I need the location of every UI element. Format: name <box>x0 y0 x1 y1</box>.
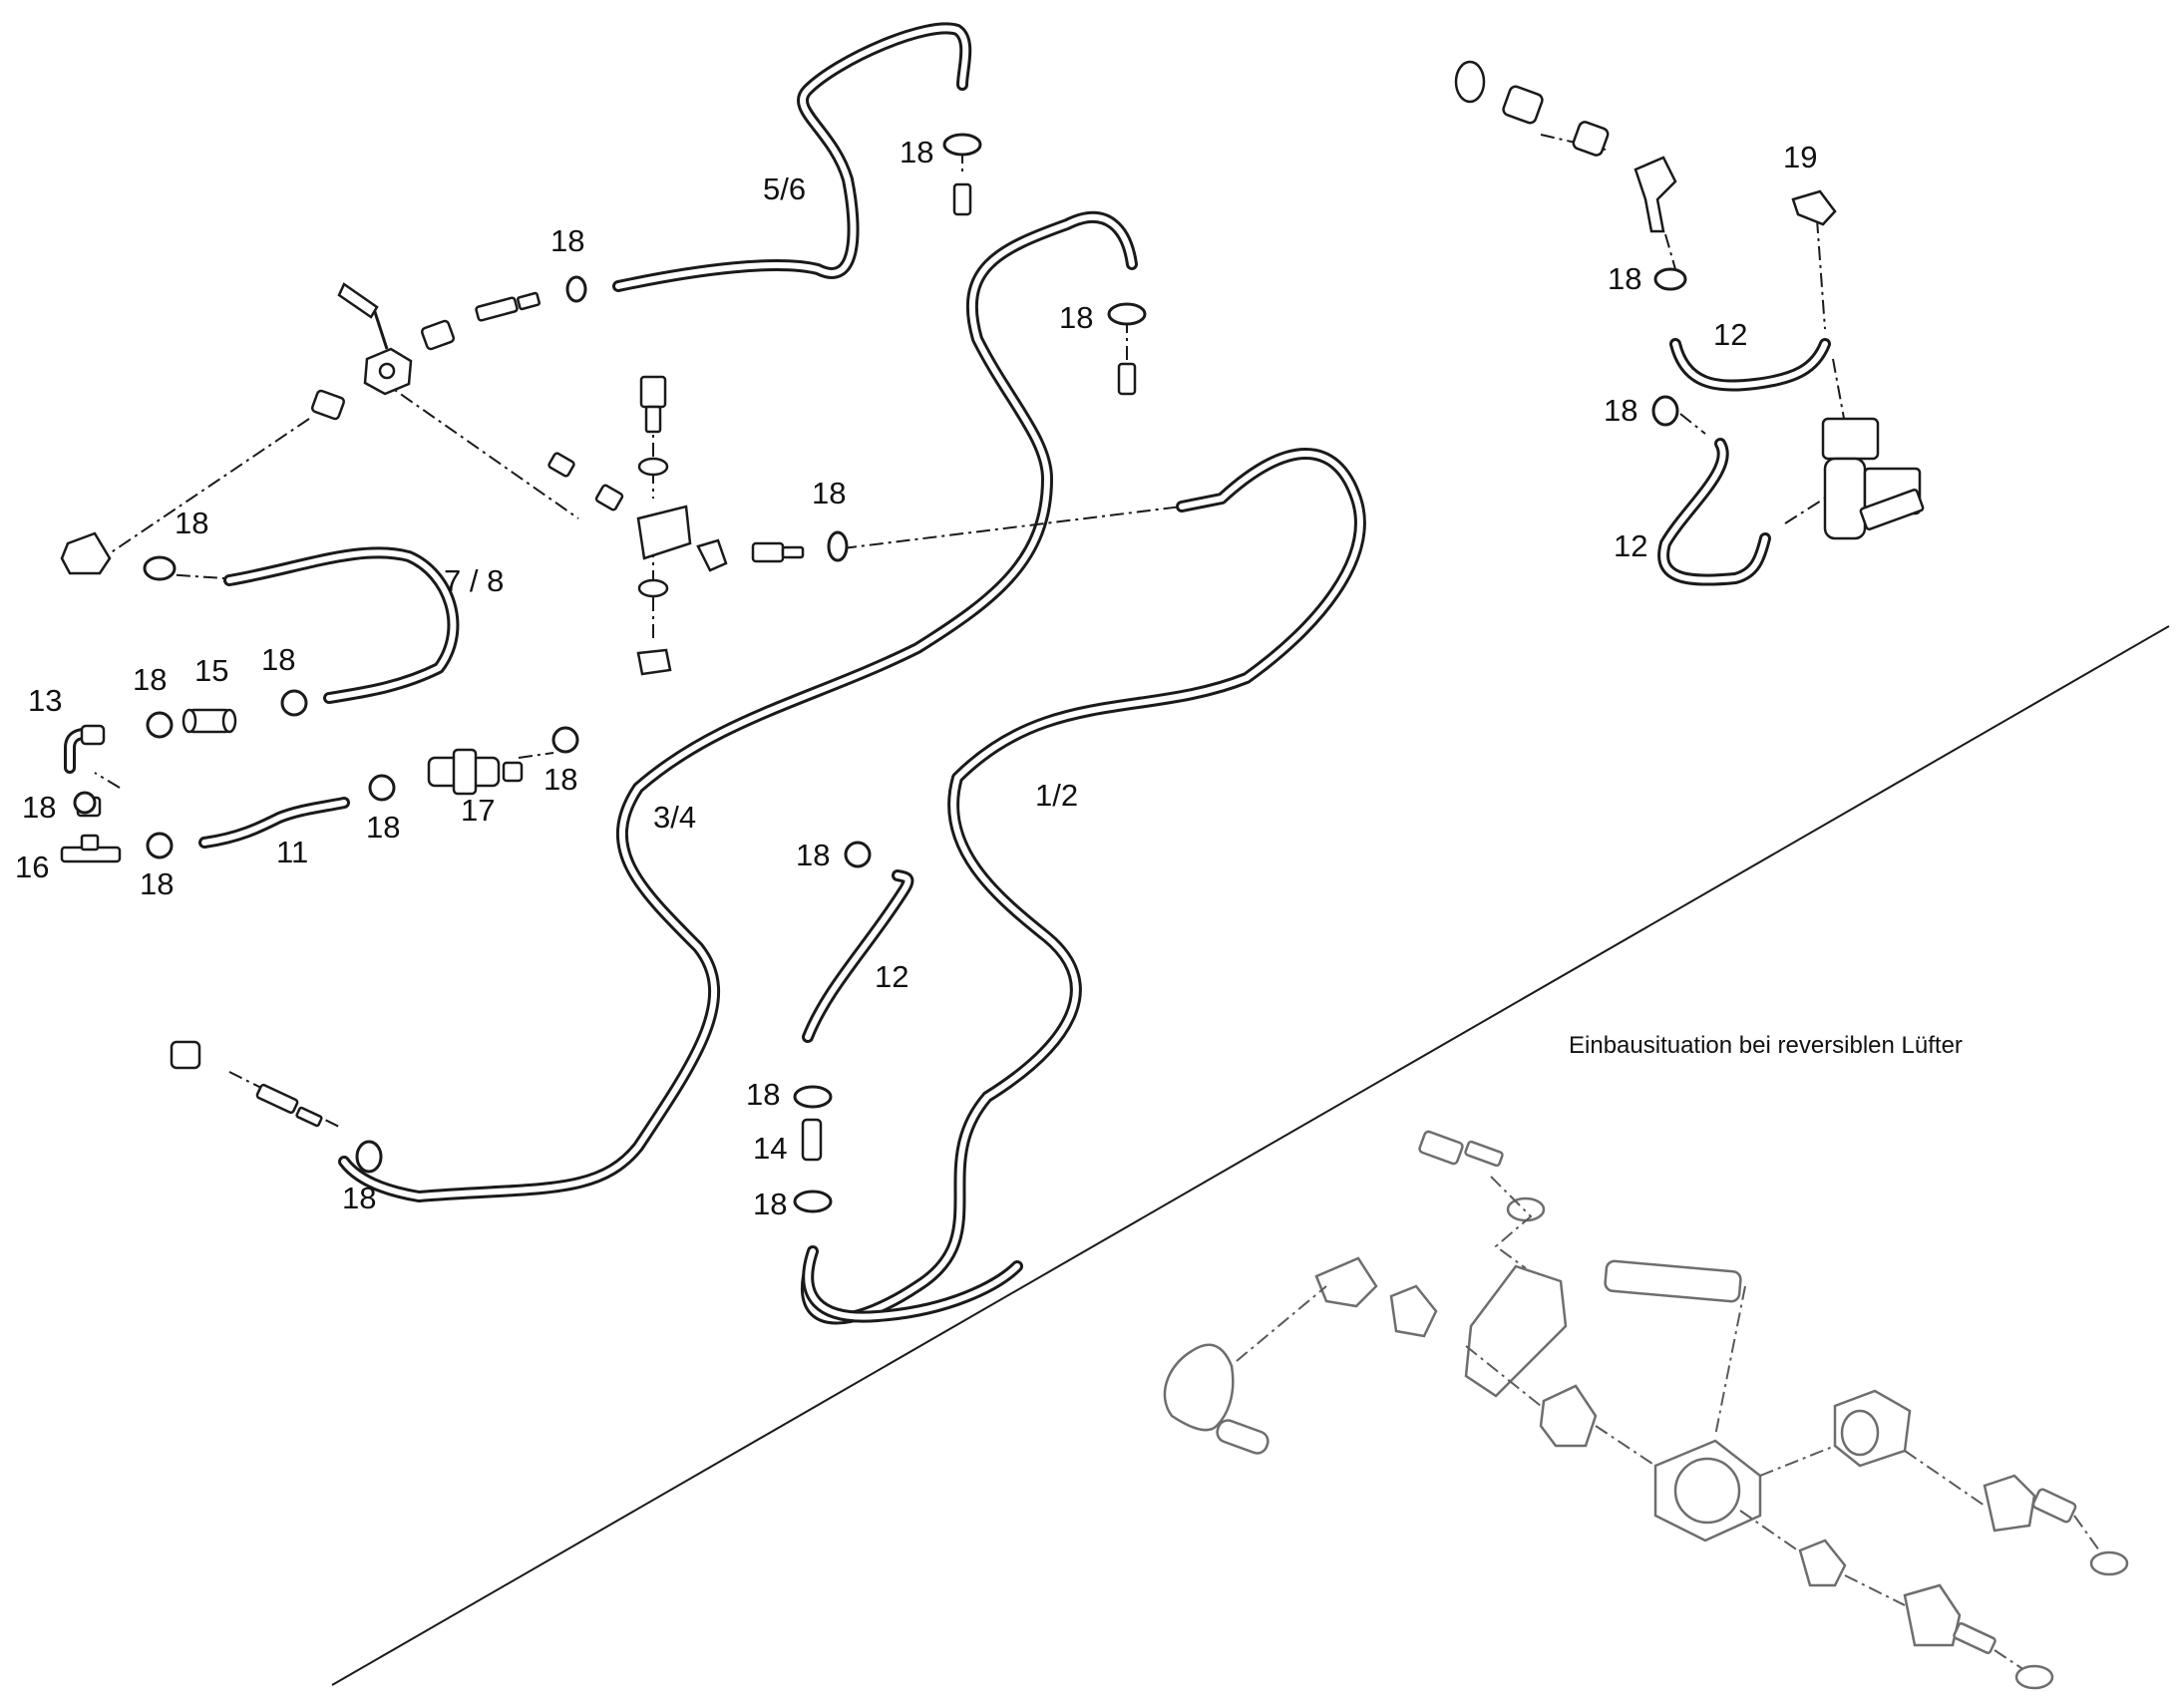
callout-16: 16 <box>15 850 49 884</box>
callout-12: 12 <box>875 959 908 994</box>
connector-lines <box>94 134 1846 1128</box>
elbow-13 <box>80 724 106 746</box>
topright-fittings <box>1454 60 1925 540</box>
callout-7-8: 7 / 8 <box>444 563 504 598</box>
inset-reversible-fan <box>1163 1130 2129 1690</box>
fitting-top-right-hose-end <box>952 182 1137 396</box>
callout-18: 18 <box>746 1077 780 1112</box>
three-way-valve <box>337 282 413 396</box>
hose-12-topright-lower <box>1657 438 1771 586</box>
callout-18: 18 <box>261 642 295 677</box>
check-valve-15 <box>182 708 237 734</box>
callout-18: 18 <box>366 810 400 845</box>
elbow-fitting-left <box>60 531 112 575</box>
hose-clamps <box>73 133 1687 1213</box>
callout-18: 18 <box>550 223 584 258</box>
callout-18: 18 <box>1059 300 1093 335</box>
callout-18: 18 <box>544 762 577 797</box>
hose-3-4 <box>800 448 1366 1325</box>
callout-18: 18 <box>342 1181 376 1215</box>
section-divider <box>331 625 2170 1686</box>
callout-15: 15 <box>194 653 228 688</box>
callout-12: 12 <box>1713 317 1747 352</box>
inset-caption: Einbausituation bei reversiblen Lüfter <box>1569 1032 1963 1059</box>
fittings-bottom-left <box>170 1040 323 1128</box>
callout-18: 18 <box>1604 393 1637 428</box>
tee-16 <box>60 834 122 863</box>
callout-18: 18 <box>753 1187 787 1221</box>
callout-17: 17 <box>461 793 495 828</box>
callout-18: 18 <box>1608 261 1641 296</box>
callout-18: 18 <box>900 135 933 170</box>
callout-11: 11 <box>276 835 308 869</box>
hose-1-2 <box>338 210 1138 1202</box>
callout-18: 18 <box>22 790 56 825</box>
callout-18: 18 <box>812 476 846 511</box>
adapter-fitting-top <box>420 291 542 351</box>
callout-5-6: 5/6 <box>763 171 806 206</box>
callout-18: 18 <box>796 838 830 872</box>
filter-17 <box>427 748 524 796</box>
adapter-fitting-left <box>310 389 346 421</box>
callout-3-4: 3/4 <box>653 800 696 835</box>
callout-1-2: 1/2 <box>1035 778 1078 813</box>
hose-12-topright-upper <box>1669 338 1831 392</box>
callout-18: 18 <box>140 866 174 901</box>
hose-5-6 <box>612 22 972 292</box>
connector-14 <box>801 1118 823 1162</box>
callout-19: 19 <box>1783 140 1817 174</box>
fittings-mid <box>547 452 805 572</box>
callout-18: 18 <box>133 662 167 697</box>
callout-13: 13 <box>28 683 62 718</box>
bracket-with-bolts <box>636 375 692 676</box>
callout-14: 14 <box>753 1131 787 1166</box>
hose-12-bottom <box>802 1245 1023 1323</box>
callout-12: 12 <box>1614 528 1647 563</box>
hose-7-8 <box>223 546 460 704</box>
hose-12-middle <box>802 869 914 1043</box>
hose-11 <box>198 797 350 849</box>
callout-18: 18 <box>175 506 208 540</box>
